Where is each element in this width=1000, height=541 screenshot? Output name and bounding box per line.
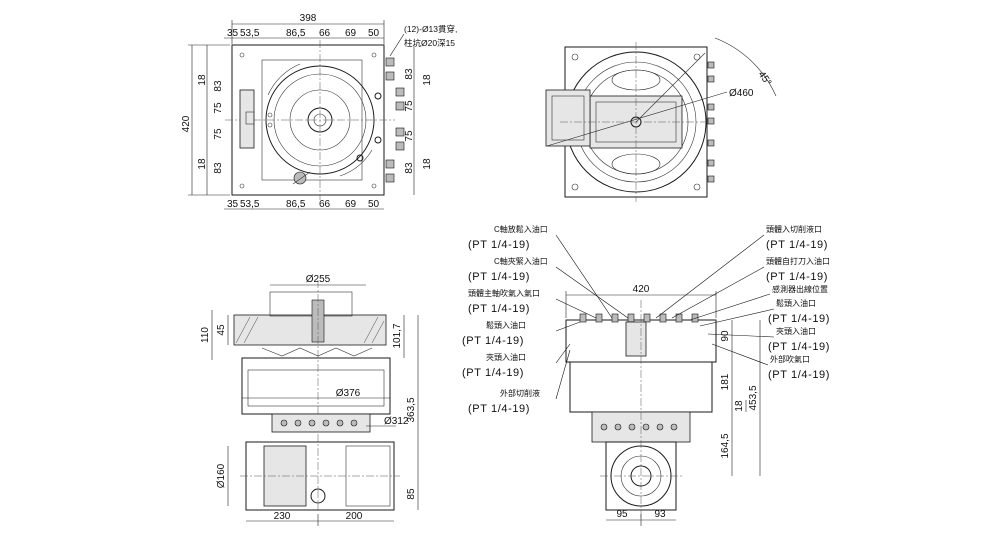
- dim-d312: Ø312: [384, 416, 409, 427]
- dim-d160: Ø160: [216, 463, 227, 488]
- diameter-460: Ø460: [729, 88, 754, 99]
- svg-text:(PT 1/4-19): (PT 1/4-19): [462, 335, 524, 347]
- dim-right-75b: 75: [404, 130, 415, 142]
- port-label-right-1: 頭體入切削液口 (PT 1/4-19): [655, 224, 828, 319]
- port-label-left-5: 夾頭入油口 (PT 1/4-19): [462, 343, 571, 379]
- dim-h164-5: 164,5: [720, 433, 731, 458]
- svg-text:(PT 1/4-19): (PT 1/4-19): [766, 239, 828, 251]
- top-plan-view: 398 35 53,5 86,5 66 69 50 35 53,5 86,5 6…: [181, 13, 457, 210]
- port-label-left-1: C軸放鬆入油口 (PT 1/4-19): [468, 224, 613, 319]
- svg-text:頭體主軸吹氣入氣口: 頭體主軸吹氣入氣口: [468, 288, 540, 298]
- hole-note-line1: (12)-Ø13貫穿,: [404, 24, 457, 34]
- dim-w93: 93: [654, 509, 666, 520]
- dim-bot-86-5: 86,5: [286, 199, 306, 210]
- svg-text:(PT 1/4-19): (PT 1/4-19): [462, 367, 524, 379]
- svg-text:(PT 1/4-19): (PT 1/4-19): [768, 369, 830, 381]
- sv-spindle-cone: [625, 321, 647, 357]
- fv-top-flange: [233, 314, 387, 346]
- dim-right-18b: 18: [422, 158, 433, 170]
- svg-text:鬆頭入油口: 鬆頭入油口: [776, 298, 816, 308]
- port-label-left-4: 鬆頭入油口 (PT 1/4-19): [462, 320, 581, 347]
- svg-text:(PT 1/4-19): (PT 1/4-19): [768, 313, 830, 325]
- dim-h181: 181: [720, 373, 731, 390]
- dim-420: 420: [181, 115, 192, 132]
- dim-w200: 200: [346, 511, 363, 522]
- dim-right-75a: 75: [404, 100, 415, 112]
- tr-left-housing: [545, 89, 591, 147]
- dim-bot-35: 35: [227, 199, 239, 210]
- svg-text:夾頭入油口: 夾頭入油口: [486, 352, 526, 362]
- port-label-right-5: 夾頭入油口 (PT 1/4-19): [707, 326, 830, 353]
- fv-drawbar: [311, 299, 325, 343]
- svg-text:(PT 1/4-19): (PT 1/4-19): [468, 303, 530, 315]
- dim-left-75b: 75: [213, 128, 224, 140]
- dim-left-18a: 18: [197, 74, 208, 86]
- dim-d255: Ø255: [306, 274, 331, 285]
- dim-top-69: 69: [345, 28, 357, 39]
- svg-text:(PT 1/4-19): (PT 1/4-19): [768, 341, 830, 353]
- svg-text:外部切削液: 外部切削液: [500, 388, 540, 398]
- dim-top-35: 35: [227, 28, 239, 39]
- dim-d376: Ø376: [336, 388, 361, 399]
- plan-left-block: [239, 89, 255, 149]
- svg-text:鬆頭入油口: 鬆頭入油口: [486, 320, 526, 330]
- dim-bot-50: 50: [368, 199, 380, 210]
- dim-right-83b: 83: [404, 162, 415, 174]
- dim-bot-66: 66: [319, 199, 331, 210]
- dim-top-66: 66: [319, 28, 331, 39]
- dim-h45: 45: [216, 324, 227, 336]
- hole-note-line2: 柱坑Ø20深15: [404, 38, 455, 48]
- dim-left-75a: 75: [213, 102, 224, 114]
- side-view: 420 90 181 18 453,5 164,5 95 93 C軸放鬆入油口 …: [462, 224, 830, 526]
- port-label-left-2: C軸夾緊入油口 (PT 1/4-19): [468, 256, 629, 319]
- port-label-right-2: 頭體自打刀入油口 (PT 1/4-19): [671, 256, 830, 319]
- dim-h110: 110: [200, 327, 211, 343]
- dim-h85: 85: [406, 488, 417, 500]
- dim-h453-5: 453,5: [748, 385, 759, 410]
- fv-bearing-ring: [271, 413, 371, 433]
- port-label-right-3: 感測器出線位置: [689, 284, 828, 321]
- dim-398: 398: [300, 13, 317, 24]
- dim-top-50: 50: [368, 28, 380, 39]
- dim-right-83a: 83: [404, 68, 415, 80]
- port-label-left-6: 外部切削液 (PT 1/4-19): [468, 349, 571, 415]
- plan-right-fittings: [356, 57, 405, 183]
- dim-right-18a: 18: [422, 74, 433, 86]
- dim-top-86-5: 86,5: [286, 28, 306, 39]
- dim-w95: 95: [616, 509, 628, 520]
- svg-text:(PT 1/4-19): (PT 1/4-19): [468, 403, 530, 415]
- svg-text:感測器出線位置: 感測器出線位置: [772, 284, 828, 294]
- dim-left-83a: 83: [213, 80, 224, 92]
- dim-h363-5: 363,5: [406, 397, 417, 422]
- svg-text:C軸夾緊入油口: C軸夾緊入油口: [494, 256, 548, 266]
- svg-text:(PT 1/4-19): (PT 1/4-19): [468, 271, 530, 283]
- dim-h90: 90: [720, 330, 731, 342]
- fv-body: [241, 357, 391, 415]
- svg-text:(PT 1/4-19): (PT 1/4-19): [468, 239, 530, 251]
- dim-left-83b: 83: [213, 162, 224, 174]
- svg-text:(PT 1/4-19): (PT 1/4-19): [766, 271, 828, 283]
- dim-bot-69: 69: [345, 199, 357, 210]
- front-view: Ø255 Ø376 Ø312 45 110 101,7 363,5 85 Ø16…: [200, 274, 419, 526]
- dim-top-53-5: 53,5: [240, 28, 260, 39]
- svg-text:頭體自打刀入油口: 頭體自打刀入油口: [766, 256, 830, 266]
- dim-h18: 18: [734, 400, 745, 412]
- top-right-view: 45° Ø460: [545, 37, 777, 202]
- svg-text:頭體入切削液口: 頭體入切削液口: [766, 224, 822, 234]
- port-label-right-6: 外部吹氣口 (PT 1/4-19): [711, 343, 830, 381]
- dim-w230: 230: [274, 511, 291, 522]
- tr-right-fittings: [707, 61, 715, 183]
- svg-text:夾頭入油口: 夾頭入油口: [776, 326, 816, 336]
- svg-text:外部吹氣口: 外部吹氣口: [770, 354, 810, 364]
- dim-h101-7: 101,7: [392, 323, 403, 348]
- dim-bot-53-5: 53,5: [240, 199, 260, 210]
- port-label-left-3: 頭體主軸吹氣入氣口 (PT 1/4-19): [468, 288, 597, 319]
- dim-w420: 420: [633, 284, 650, 295]
- port-label-right-4: 鬆頭入油口 (PT 1/4-19): [699, 298, 830, 327]
- svg-text:C軸放鬆入油口: C軸放鬆入油口: [494, 224, 548, 234]
- dim-left-18b: 18: [197, 158, 208, 170]
